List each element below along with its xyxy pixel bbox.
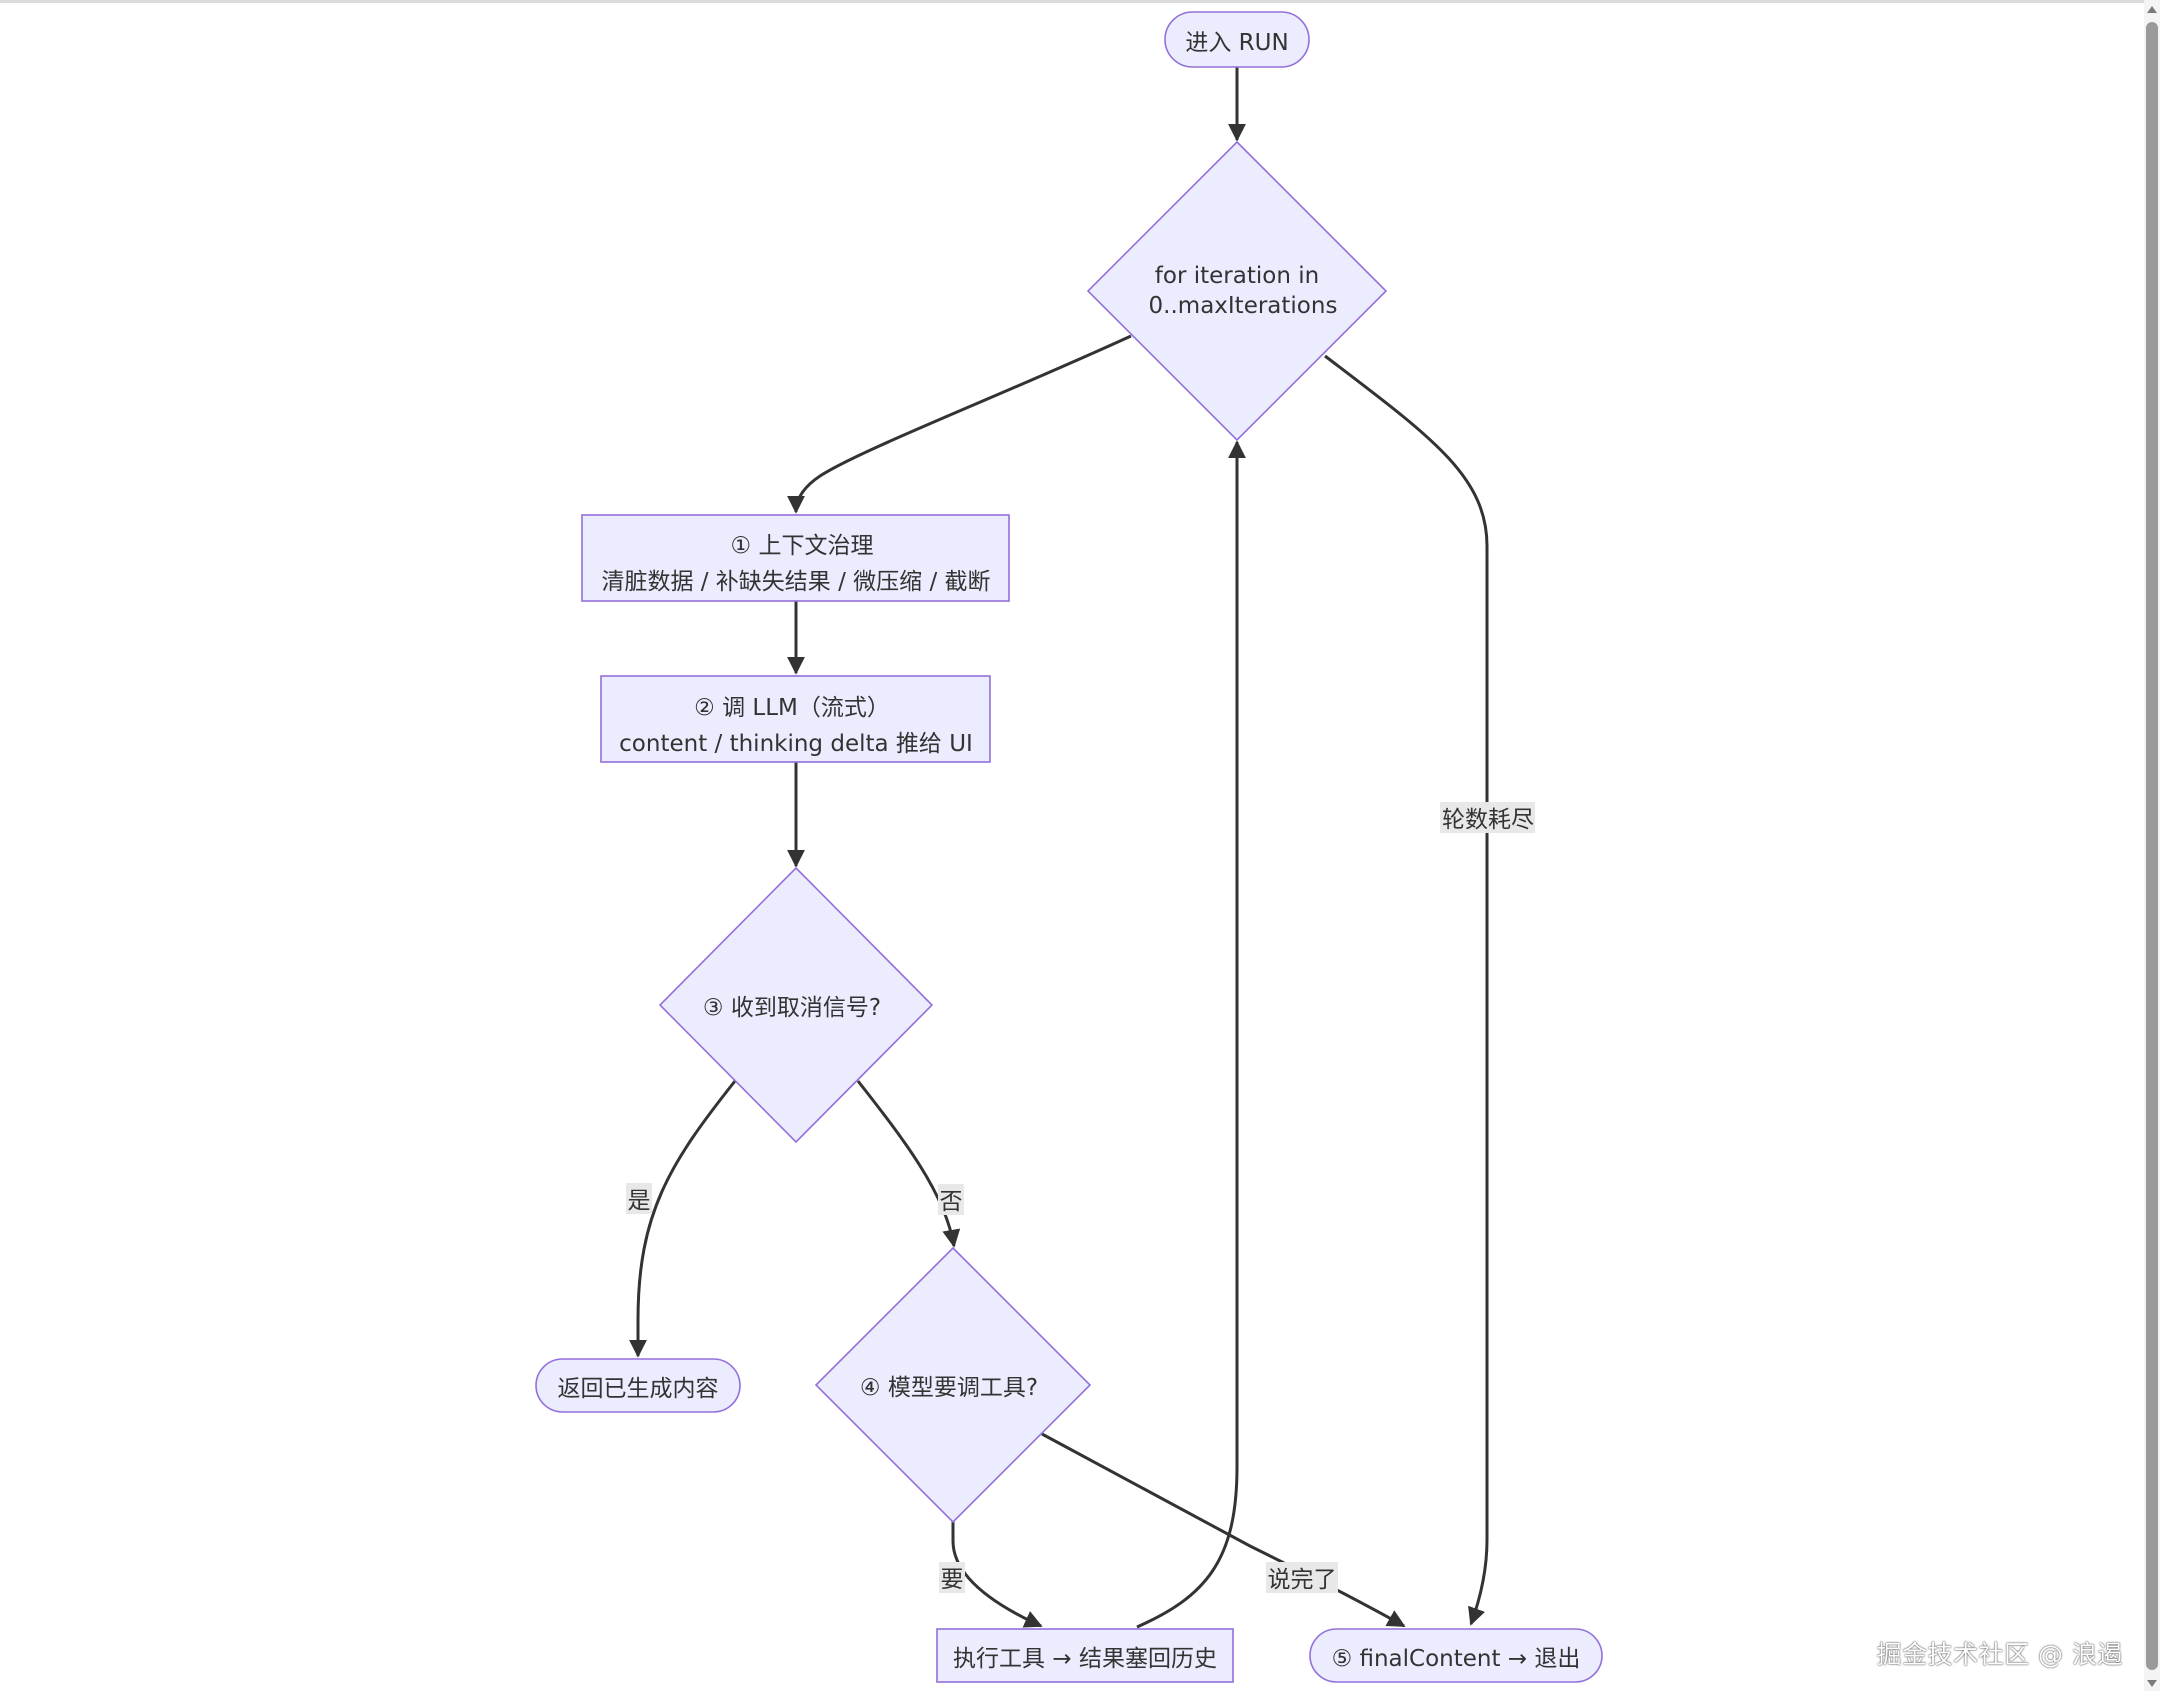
edge-loop-to-final <box>1324 354 1489 1626</box>
loop-decision-node: for iteration in 0..maxIterations <box>1086 140 1388 442</box>
edge-exec-to-loop <box>1136 440 1246 1629</box>
context-governance-shape <box>581 514 1010 602</box>
edge-tool-decision-to-final <box>1041 1432 1406 1628</box>
edge-label-no-text: 否 <box>940 1189 963 1215</box>
loop-decision-shape <box>1086 140 1388 442</box>
llm-call-node: ② 调 LLM（流式） content / thinking delta 推给 … <box>600 675 991 763</box>
llm-call-detail: content / thinking delta 推给 UI <box>619 731 973 757</box>
vertical-scrollbar[interactable] <box>2144 0 2160 1691</box>
edge-label-exhausted: 轮数耗尽 <box>1440 802 1535 833</box>
edge-label-want: 要 <box>939 1562 965 1593</box>
tool-decision-label: ④ 模型要调工具? <box>860 1375 1038 1401</box>
cancel-decision-shape <box>658 866 934 1144</box>
cancel-decision-node: ③ 收到取消信号? <box>658 866 934 1144</box>
start-node-label: 进入 RUN <box>1185 30 1288 56</box>
cancel-decision-label: ③ 收到取消信号? <box>703 995 881 1021</box>
llm-call-title: ② 调 LLM（流式） <box>694 695 890 721</box>
final-node: ⑤ finalContent → 退出 <box>1309 1628 1603 1683</box>
start-node-shape <box>1164 11 1310 68</box>
edge-label-exhausted-text: 轮数耗尽 <box>1442 807 1534 833</box>
edge-tool-decision-to-exec <box>951 1521 1043 1628</box>
edge-label-done: 说完了 <box>1266 1562 1338 1593</box>
tool-decision-shape <box>814 1246 1092 1524</box>
edge-label-done-text: 说完了 <box>1268 1567 1337 1593</box>
start-node: 进入 RUN <box>1164 11 1310 68</box>
return-node-shape <box>535 1358 741 1413</box>
edge-cancel-to-tool-decision <box>856 1080 961 1248</box>
edge-loop-to-context <box>787 334 1132 514</box>
return-node-label: 返回已生成内容 <box>558 1376 719 1402</box>
execute-tool-shape <box>936 1628 1234 1683</box>
watermark: 掘金技术社区 @ 浪遏 <box>1876 1640 2123 1669</box>
top-border <box>0 0 2160 3</box>
scrollbar-thumb[interactable] <box>2146 22 2158 1670</box>
execute-tool-label: 执行工具 → 结果塞回历史 <box>953 1646 1217 1672</box>
scroll-up-arrow-icon[interactable] <box>2147 6 2157 13</box>
edge-label-want-text: 要 <box>941 1567 964 1593</box>
context-governance-node: ① 上下文治理 清脏数据 / 补缺失结果 / 微压缩 / 截断 <box>581 514 1010 602</box>
edge-label-yes-text: 是 <box>628 1188 651 1214</box>
llm-call-shape <box>600 675 991 763</box>
edge-label-yes: 是 <box>626 1183 652 1214</box>
scroll-down-arrow-icon[interactable] <box>2147 1680 2157 1687</box>
context-governance-detail: 清脏数据 / 补缺失结果 / 微压缩 / 截断 <box>601 569 990 595</box>
tool-decision-node: ④ 模型要调工具? <box>814 1246 1092 1524</box>
loop-decision-label-line2: 0..maxIterations <box>1149 293 1338 319</box>
return-node: 返回已生成内容 <box>535 1358 741 1413</box>
final-node-label: ⑤ finalContent → 退出 <box>1332 1646 1581 1672</box>
final-node-shape <box>1309 1628 1603 1683</box>
context-governance-title: ① 上下文治理 <box>731 533 874 559</box>
loop-decision-label-line1: for iteration in <box>1155 263 1319 289</box>
edge-cancel-to-return <box>629 1080 737 1358</box>
execute-tool-node: 执行工具 → 结果塞回历史 <box>936 1628 1234 1683</box>
edge-label-no: 否 <box>938 1184 964 1215</box>
